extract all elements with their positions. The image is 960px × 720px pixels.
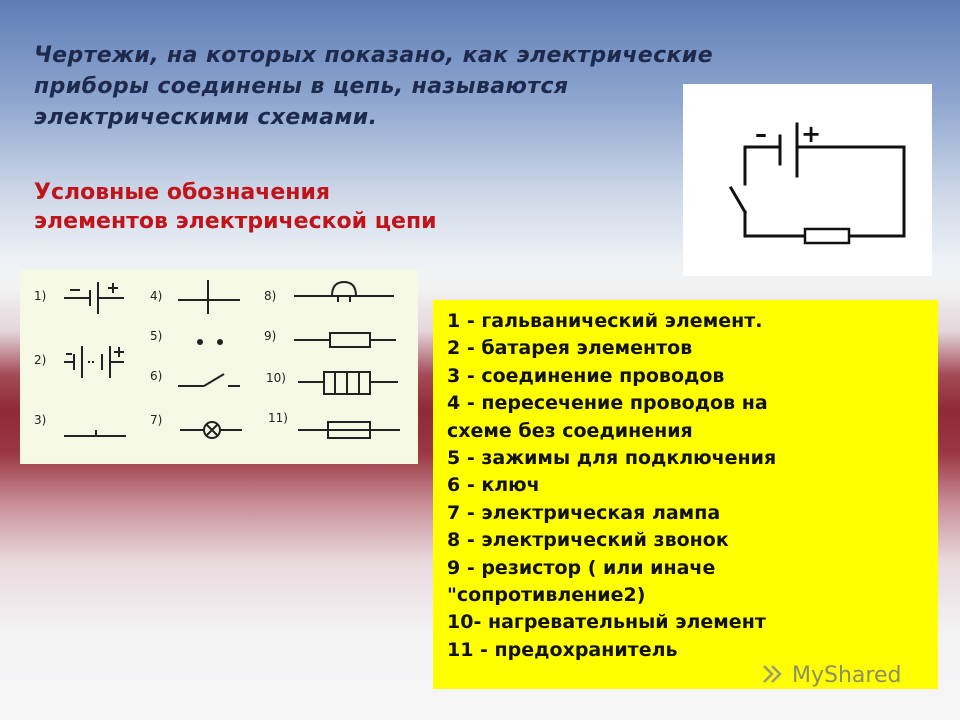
symbol-number-5: 5) (150, 329, 162, 343)
symbol-number-2: 2) (34, 353, 46, 367)
legend-item: 8 - электрический звонок (447, 529, 729, 552)
symbols-panel: 1) 2) 3) 4) 5) 6) 7) 8) 9) 10) 11) (20, 270, 418, 464)
legend-item: 6 - ключ (447, 474, 540, 497)
terminals-icon (197, 339, 223, 345)
legend-item: 3 - соединение проводов (447, 364, 725, 387)
fuse-icon (298, 421, 400, 439)
resistor-symbol-icon (294, 332, 396, 348)
legend-item: "сопротивление2) (447, 584, 646, 607)
legend-item: 9 - резистор ( или иначе (447, 556, 716, 579)
legend-item: 7 - электрическая лампа (447, 501, 721, 524)
symbol-number-3: 3) (34, 413, 46, 427)
symbol-number-10: 10) (266, 371, 286, 385)
wire-junction-icon (64, 430, 126, 437)
symbol-number-1: 1) (34, 289, 46, 303)
circuit-diagram: – + (683, 84, 932, 276)
symbols-drawing: 1) 2) 3) 4) 5) 6) 7) 8) 9) 10) 11) (34, 280, 400, 439)
legend-item: схеме без соединения (447, 419, 693, 442)
legend-item: 4 - пересечение проводов на (447, 392, 768, 415)
switch-icon (178, 373, 240, 387)
symbol-number-4: 4) (150, 289, 162, 303)
symbol-number-6: 6) (150, 369, 162, 383)
slide-title: Чертежи, на которых показано, как электр… (34, 43, 714, 130)
myshared-logo-icon (763, 665, 782, 683)
heating-element-icon (298, 371, 398, 395)
bell-icon (294, 280, 394, 302)
legend-box: 1 - гальванический элемент. 2 - батарея … (433, 300, 938, 689)
legend-list: 1 - гальванический элемент. 2 - батарея … (447, 308, 928, 664)
legend-item: 1 - гальванический элемент. (447, 310, 763, 332)
slide-subtitle: Условные обозначения элементов электриче… (34, 180, 437, 234)
legend-item: 10- нагревательный элемент (447, 611, 766, 634)
watermark-text: MyShared (792, 662, 902, 688)
symbol-number-8: 8) (264, 289, 276, 303)
plus-sign: + (801, 120, 821, 148)
legend-item: 2 - батарея элементов (447, 337, 693, 360)
watermark: MyShared (760, 660, 901, 690)
galvanic-cell-icon (64, 282, 124, 314)
symbol-number-7: 7) (150, 413, 162, 427)
battery-icon (64, 346, 124, 378)
lamp-icon (180, 421, 242, 439)
circuit-drawing: – + (728, 120, 906, 245)
minus-sign: – (755, 120, 767, 148)
symbol-number-9: 9) (264, 329, 276, 343)
symbol-number-11: 11) (268, 411, 288, 425)
switch-blade (728, 185, 748, 215)
legend-item: 11 - предохранитель (447, 638, 678, 661)
legend-item: 5 - зажимы для подключения (447, 447, 777, 470)
resistor-icon (803, 227, 851, 245)
wire-crossing-icon (178, 280, 240, 314)
